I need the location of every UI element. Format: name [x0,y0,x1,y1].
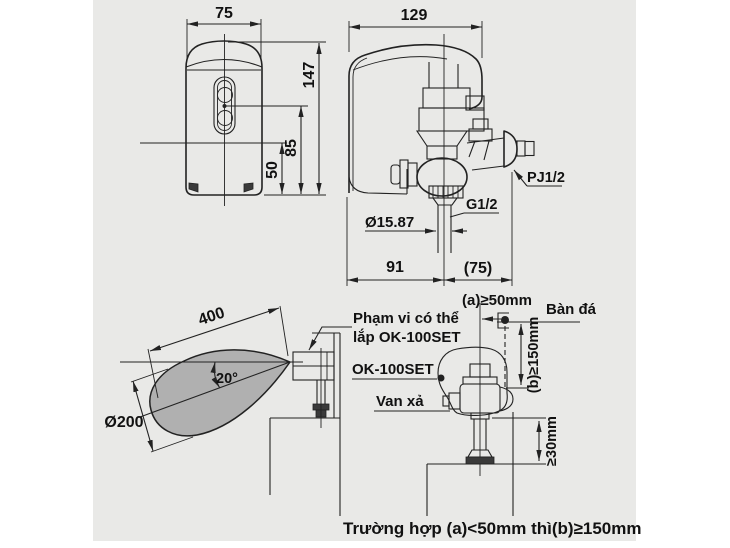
wall-flange-block [524,140,535,157]
pj-leader [513,169,528,187]
front-width-dim: 75 [215,5,233,22]
range-axis-line [139,361,291,418]
side-cover-inner-edge [352,57,368,191]
wall-thread-label: PJ1/2 [527,170,565,186]
range-label-leader [308,326,352,351]
front-height-dim: 147 [301,62,318,89]
clearance-dim: ≥30mm [544,416,560,466]
counter-edge-dot [501,316,509,324]
note-text: Trường hợp (a)<50mm thì(b)≥150mm [343,519,642,538]
side-cover-outline [348,43,483,193]
front-lower-dim: 50 [264,161,281,179]
range-angle-dim: 20° [216,371,238,387]
front-left-foot [188,182,199,193]
range-anchor-dot [437,374,445,382]
knurl-hatch [432,186,459,198]
range-distance-dimline [149,307,280,352]
sensor-lower-lens [217,110,233,126]
angle-arc [210,361,220,388]
counter-label: Bàn đá [546,301,597,318]
side-view: PJ1/2 G1/2 Ø15.87 129 91 (75) [346,7,565,286]
product-label: OK-100SET [352,361,434,378]
installation-view: (b)≥150mm ≥30mm (a)≥50mm Bàn đá [426,292,597,516]
a-dim: (a)≥50mm [462,292,532,309]
drawing-panel [93,0,636,541]
front-dome-seam [185,59,263,68]
range-diameter-dim: Ø200 [104,414,143,431]
outlet-thread-label: G1/2 [466,197,497,213]
pipe-diameter-dim: Ø15.87 [365,214,414,231]
pipe-taper [431,197,459,206]
valve-neck [426,145,458,160]
sensor-height-dim: 85 [283,139,300,157]
side-cover-bottom [348,176,408,195]
sensor-upper-lens [217,87,233,103]
front-right-foot [243,182,254,193]
install-wall-flange [499,386,514,412]
counter-edge-bracket [497,312,509,329]
side-cover-inner-curve [352,56,448,71]
install-pipe-rings [470,412,490,420]
front-body-outline [185,40,263,196]
install-spout-cap [442,395,450,407]
detection-range-view: 20° 400 Ø200 [104,304,341,516]
valve-label: Van xả [376,393,424,410]
depth-dim: 91 [386,259,404,276]
bracket-step [465,95,485,111]
spout-ring [407,162,418,187]
front-view: 75 147 85 50 [140,5,326,206]
wall-offset-dim: (75) [464,260,492,277]
install-spud-base [465,456,495,465]
callout-labels: Phạm vi có thể lắp OK-100SET OK-100SET V… [308,310,642,538]
range-diameter-dimline [132,380,154,452]
range-label-line2: lắp OK-100SET [353,328,461,346]
b-dim: (b)≥150mm [526,317,542,393]
side-width-dim: 129 [401,7,428,24]
range-label-line1: Phạm vi có thể [353,310,459,327]
